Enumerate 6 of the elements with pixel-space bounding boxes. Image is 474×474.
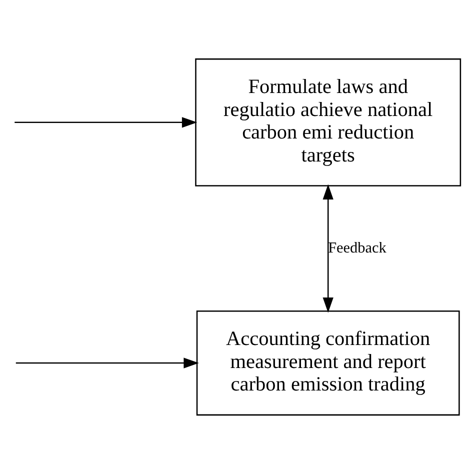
arrow bbox=[322, 184, 334, 313]
arrow bbox=[14, 117, 198, 128]
node-box: Formulate laws and regulatio achieve national carbon emi reduction targets bbox=[195, 58, 462, 186]
edge-label: Feedback bbox=[328, 239, 386, 256]
node-box: Accounting confirmation measurement and report carbon emission trading bbox=[196, 310, 460, 416]
arrow bbox=[16, 358, 199, 368]
